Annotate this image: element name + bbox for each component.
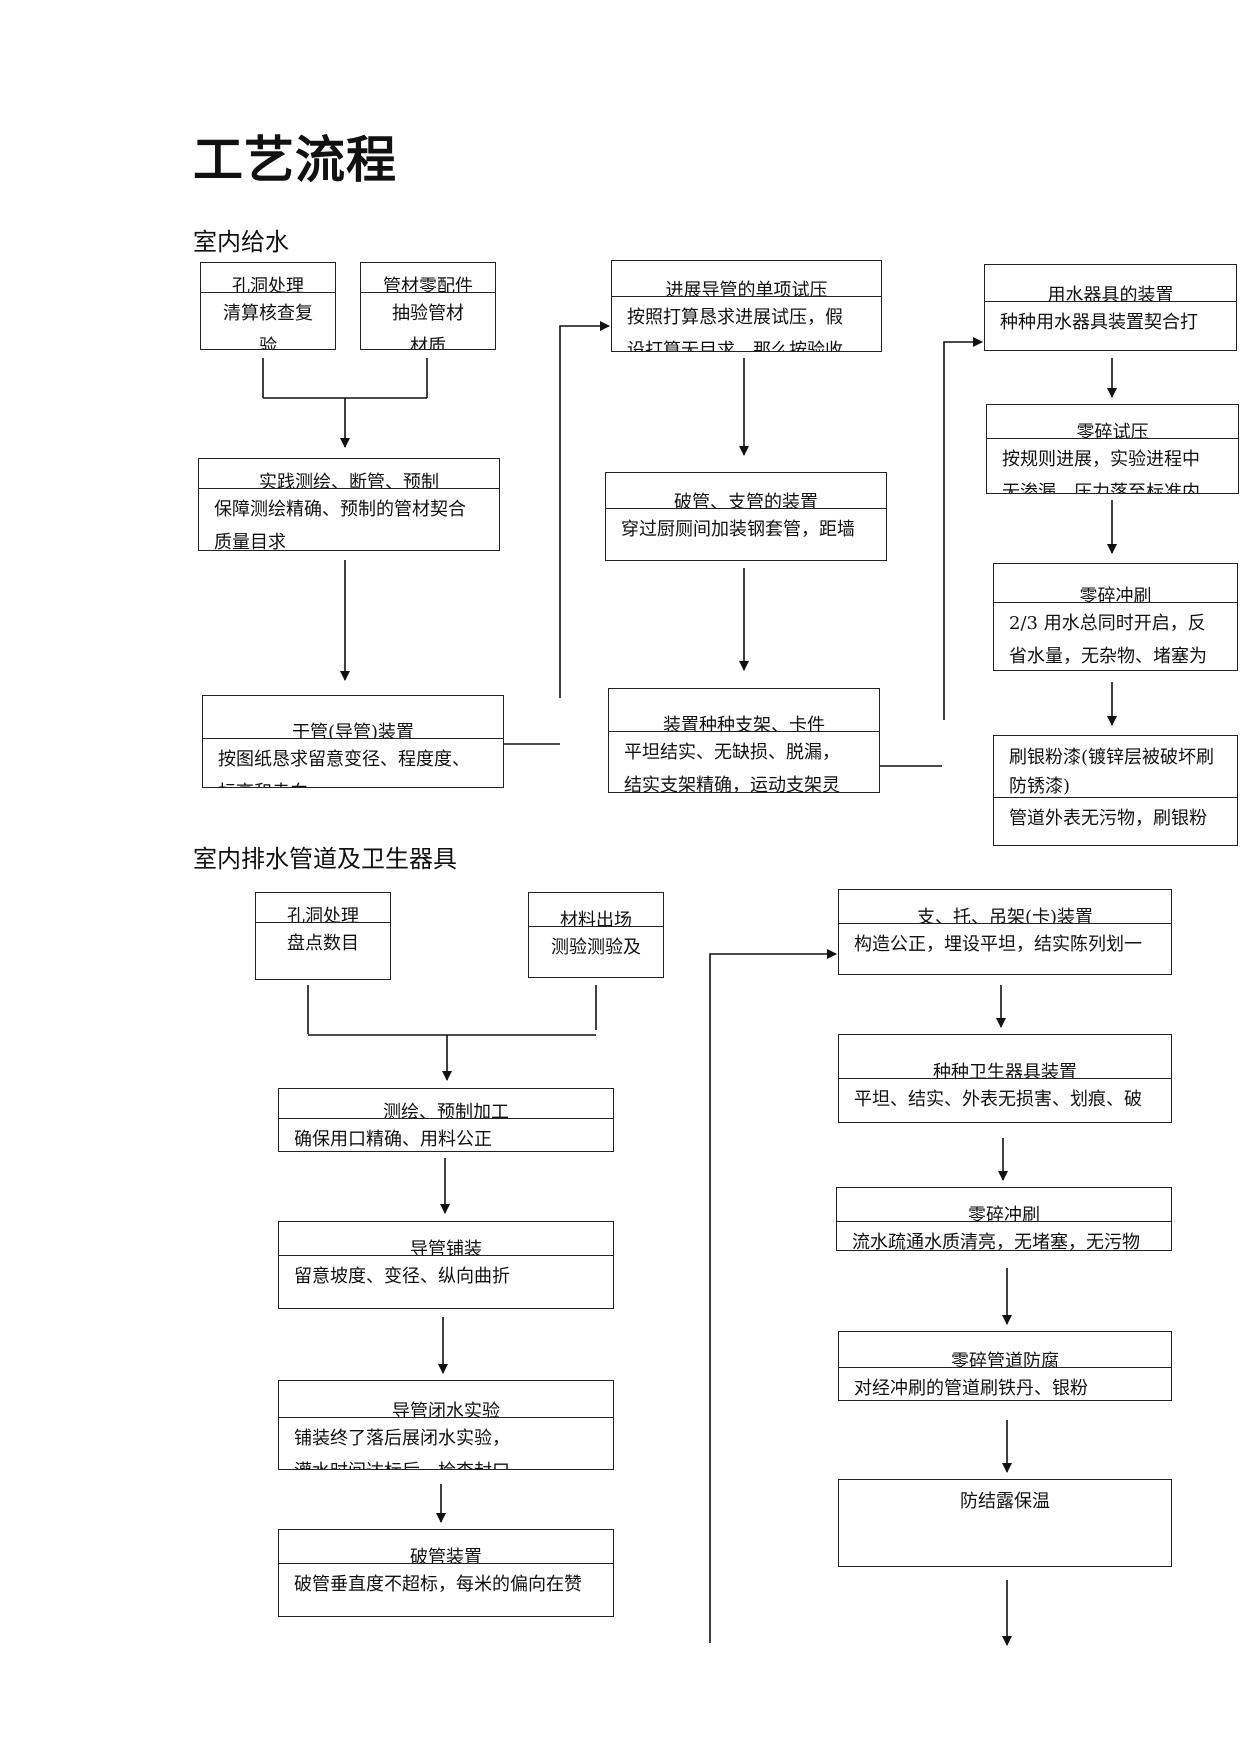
box-title: 用水器具的装置 — [1047, 285, 1174, 302]
box-silver-paint: 刷银粉漆(镀锌层被破坏刷防锈漆) 管道外表无污物，刷银粉 — [993, 735, 1238, 846]
drain-box-hangers-install: 支、托、吊架(卡)装置构造公正，埋设平坦，结实陈列划一 — [838, 889, 1172, 975]
box-title: 孔洞处理 — [287, 906, 359, 923]
box-title: 孔洞处理 — [232, 276, 304, 293]
box-title: 零碎冲刷 — [1079, 586, 1152, 603]
box-line: 确保用口精确、用料公正 — [294, 1129, 492, 1150]
box-line: 清算核查复 — [223, 303, 313, 324]
box-riser-branch-install: 破管、支管的装置穿过厨厕间加装钢套管，距墙 — [605, 472, 887, 561]
box-line: 按照打算恳求进展试压，假 — [627, 307, 843, 328]
drain-box-material-entry: 材料出场测验测验及 — [528, 892, 664, 978]
box-title: 零碎管道防腐 — [951, 1351, 1059, 1368]
box-line: 平坦结实、无缺损、脱漏， — [624, 742, 840, 763]
box-line: 留意坡度、变径、纵向曲折 — [294, 1266, 510, 1287]
box-line: 平坦、结实、外表无损害、划痕、破 — [854, 1089, 1142, 1110]
box-fixture-install: 用水器具的装置种种用水器具装置契合打 — [984, 264, 1237, 351]
box-line: 抽验管材 — [392, 303, 464, 324]
box-line: 省水量，无杂物、堵塞为 — [1009, 646, 1207, 667]
drain-box-condensation-insulation: 防结露保温 做好防结露保温 — [838, 1479, 1172, 1567]
box-line: 保障测绘精确、预制的管材契合 — [214, 499, 466, 520]
box-line: 标高和走向 — [218, 776, 488, 787]
box-survey-cut-prefab: 实践测绘、断管、预制保障测绘精确、预制的管材契合质量目求 — [198, 458, 500, 551]
box-line: 验 — [259, 336, 277, 350]
box-title: 导管铺装 — [410, 1239, 482, 1256]
box-system-flush: 零碎冲刷 2/3 用水总同时开启，反省水量，无杂物、堵塞为 — [993, 563, 1238, 671]
box-line: 质量目求 — [214, 532, 286, 551]
page-title: 工艺流程 — [193, 130, 397, 189]
drain-box-sanitary-fixtures: 种种卫生器具装置平坦、结实、外表无损害、划痕、破 — [838, 1034, 1172, 1123]
box-line: 无渗漏，压力落至标准内 — [1002, 482, 1200, 494]
box-title: 支、托、吊架(卡)装置 — [916, 907, 1094, 924]
drain-box-anticorrosion: 零碎管道防腐对经冲刷的管道刷铁丹、银粉 — [838, 1331, 1172, 1401]
box-title-line2: 防锈漆) — [1009, 775, 1071, 797]
box-line: 结实支架精确，运动支架灵 — [624, 775, 840, 793]
box-title: 干管(导管)装置 — [291, 722, 415, 739]
drain-box-riser-install: 破管装置破管垂直度不超标，每米的偏向在赞 — [278, 1529, 614, 1617]
drain-box-system-flush: 零碎冲刷流水疏通水质清亮，无堵塞，无污物 — [836, 1187, 1172, 1251]
box-line: 穿过厨厕间加装钢套管，距墙 — [621, 519, 855, 540]
box-line: 盘点数目 — [287, 933, 359, 954]
box-line: 种种用水器具装置契合打 — [1000, 312, 1198, 333]
box-hole-treatment: 孔洞处理清算核查复验 — [200, 262, 336, 350]
box-title: 破管装置 — [410, 1547, 482, 1564]
box-title: 种种卫生器具装置 — [933, 1062, 1077, 1079]
box-system-pressure-test: 零碎试压按规则进展，实验进程中无渗漏，压力落至标准内 — [986, 404, 1239, 494]
box-line: 流水疏通水质清亮，无堵塞，无污物 — [852, 1232, 1140, 1251]
box-title: 实践测绘、断管、预制 — [259, 472, 439, 489]
box-title: 测绘、预制加工 — [383, 1102, 509, 1119]
box-line: 材质 — [410, 336, 446, 350]
section-heading-water-supply: 室内给水 — [193, 228, 289, 256]
box-title: 防结露保温 — [960, 1491, 1050, 1512]
drain-arrow-to-hangers — [709, 949, 837, 1643]
box-line: 按规则进展，实验进程中 — [1002, 449, 1200, 470]
box-title: 刷银粉漆(镀锌层被破坏刷 — [1009, 747, 1215, 768]
arrow-to-fixtures — [943, 337, 983, 720]
box-line: 做好防结露保温 — [854, 1561, 1156, 1566]
drain-box-survey-prefab: 测绘、预制加工确保用口精确、用料公正 — [278, 1088, 614, 1152]
box-main-pressure-test: 进展导管的单项试压按照打算恳求进展试压，假设打算无目求，那么按验收 — [611, 260, 882, 352]
box-line: 灌水时间达标后，检查封口 — [294, 1455, 598, 1469]
box-line: 2/3 用水总同时开启，反 — [1009, 613, 1206, 634]
box-line: 按图纸恳求留意变径、程度度、 — [218, 749, 470, 770]
box-line: 破管垂直度不超标，每米的偏向在赞 — [294, 1574, 582, 1595]
box-supports-install: 装置种种支架、卡件平坦结实、无缺损、脱漏， 结实支架精确，运动支架灵 — [608, 688, 880, 793]
box-line — [854, 1528, 1156, 1561]
box-line: 对经冲刷的管道刷铁丹、银粉 — [854, 1378, 1088, 1399]
box-line: 管道外表无污物，刷银粉 — [1009, 808, 1207, 829]
box-title: 材料出场 — [560, 910, 632, 927]
section-heading-drainage: 室内排水管道及卫生器具 — [193, 845, 457, 873]
box-pipe-fittings: 管材零配件抽验管材材质 — [360, 262, 496, 350]
box-title: 导管闭水实验 — [392, 1401, 500, 1418]
box-title: 破管、支管的装置 — [674, 492, 818, 509]
box-title: 进展导管的单项试压 — [665, 280, 828, 297]
box-line: 构造公正，埋设平坦，结实陈列划一 — [854, 934, 1142, 955]
arrow-to-pressure-test — [559, 321, 610, 698]
box-line: 铺装终了落后展闭水实验， — [294, 1428, 510, 1449]
box-line: 测验测验及 — [551, 937, 641, 958]
box-title: 管材零配件 — [383, 276, 473, 293]
box-title: 装置种种支架、卡件 — [663, 715, 825, 732]
box-line: 设打算无目求，那么按验收 — [627, 340, 843, 352]
drain-box-hole-treatment: 孔洞处理盘点数目 — [255, 892, 391, 980]
drain-box-pipe-laying: 导管铺装留意坡度、变径、纵向曲折 — [278, 1221, 614, 1309]
box-title: 零碎试压 — [1076, 422, 1149, 439]
box-title: 零碎冲刷 — [968, 1205, 1040, 1222]
